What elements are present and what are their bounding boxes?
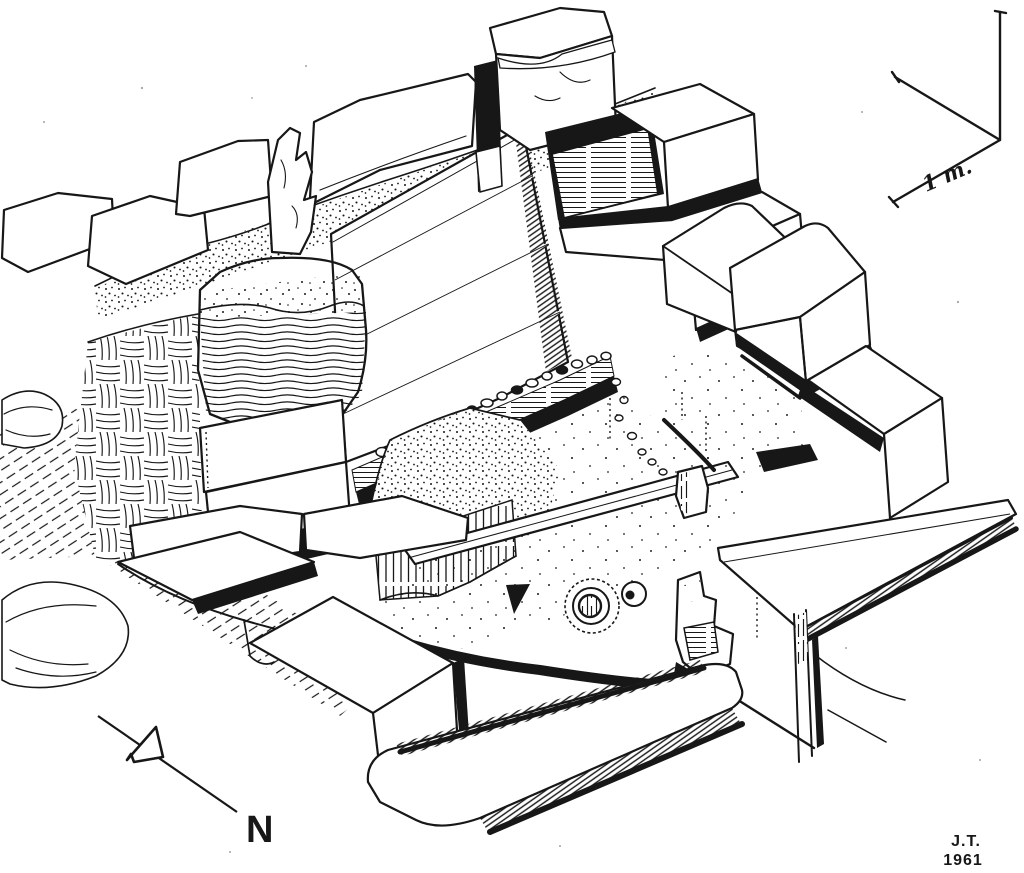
threshold-gap-shadow	[397, 665, 707, 755]
wall-corner-shadow	[514, 128, 572, 372]
pavement-slabs	[116, 494, 745, 835]
ledge-block	[716, 498, 1019, 763]
cap-block-4-bevel	[319, 135, 467, 191]
rounded-stone-large-rings	[5, 604, 97, 677]
rounded-stone-large	[1, 581, 130, 689]
threshold-edge-hatched	[480, 708, 740, 832]
plinth-hidden-edge	[205, 431, 209, 489]
ledge-edge-shadow	[803, 526, 1019, 643]
basketweave-fill	[74, 313, 202, 564]
ledge-edge-hatched	[800, 518, 1016, 640]
step1-shadow	[558, 178, 762, 230]
signature-year: 1961	[943, 852, 983, 869]
north-label: N	[246, 809, 273, 851]
ledge-cracks	[814, 654, 906, 743]
slab-back-2	[302, 494, 470, 560]
weathered-block-striations	[200, 312, 366, 430]
shadow-triangle	[506, 584, 530, 614]
north-arrow: N	[97, 715, 273, 851]
rounded-stone-small-rings	[3, 406, 53, 437]
stippled-platform	[660, 348, 818, 482]
slab-threshold	[366, 662, 744, 827]
signature-initials: J.T.	[951, 833, 981, 850]
north-arrow-line	[97, 715, 238, 813]
threshold-edge-shadow	[487, 721, 745, 835]
north-wall	[0, 6, 660, 464]
scale-bar: 1 m.	[887, 9, 1008, 209]
north-arrowhead-icon	[125, 725, 165, 764]
orthostat-cracks	[280, 159, 298, 229]
fallen-lintel-striated	[550, 126, 660, 220]
slab-joint-crack	[243, 619, 275, 665]
corner-block-cracks	[534, 71, 591, 102]
cap-block-1	[0, 191, 116, 274]
ledge-corner-post	[793, 609, 824, 763]
pit-corner-stone	[674, 464, 710, 520]
weathered-block-stippled-top	[200, 272, 366, 318]
broken-orthostat-fragment	[266, 126, 318, 256]
pivot-hole	[621, 581, 647, 607]
ring-socket-feature	[564, 578, 620, 634]
basin-floor	[382, 477, 752, 655]
platform-notch-shadow	[756, 444, 818, 472]
slab-joint-shadow	[192, 562, 318, 614]
rounded-stone-small	[1, 390, 64, 449]
corner-block-weathered-top	[497, 39, 616, 70]
weathered-block-erosion-line	[199, 301, 365, 314]
block-far-right-face-hatched	[882, 396, 950, 520]
chock-stone	[475, 145, 503, 193]
stepped-ashlar-east	[545, 82, 1019, 763]
basin-shadow-band	[397, 637, 657, 689]
block-far-right-shadow	[798, 384, 884, 452]
signature: J.T. 1961	[943, 833, 983, 869]
scale-label: 1 m.	[918, 153, 975, 196]
cap-block-3	[174, 138, 274, 218]
wall-course-joints	[334, 174, 561, 416]
chock-striated-block	[683, 621, 719, 661]
